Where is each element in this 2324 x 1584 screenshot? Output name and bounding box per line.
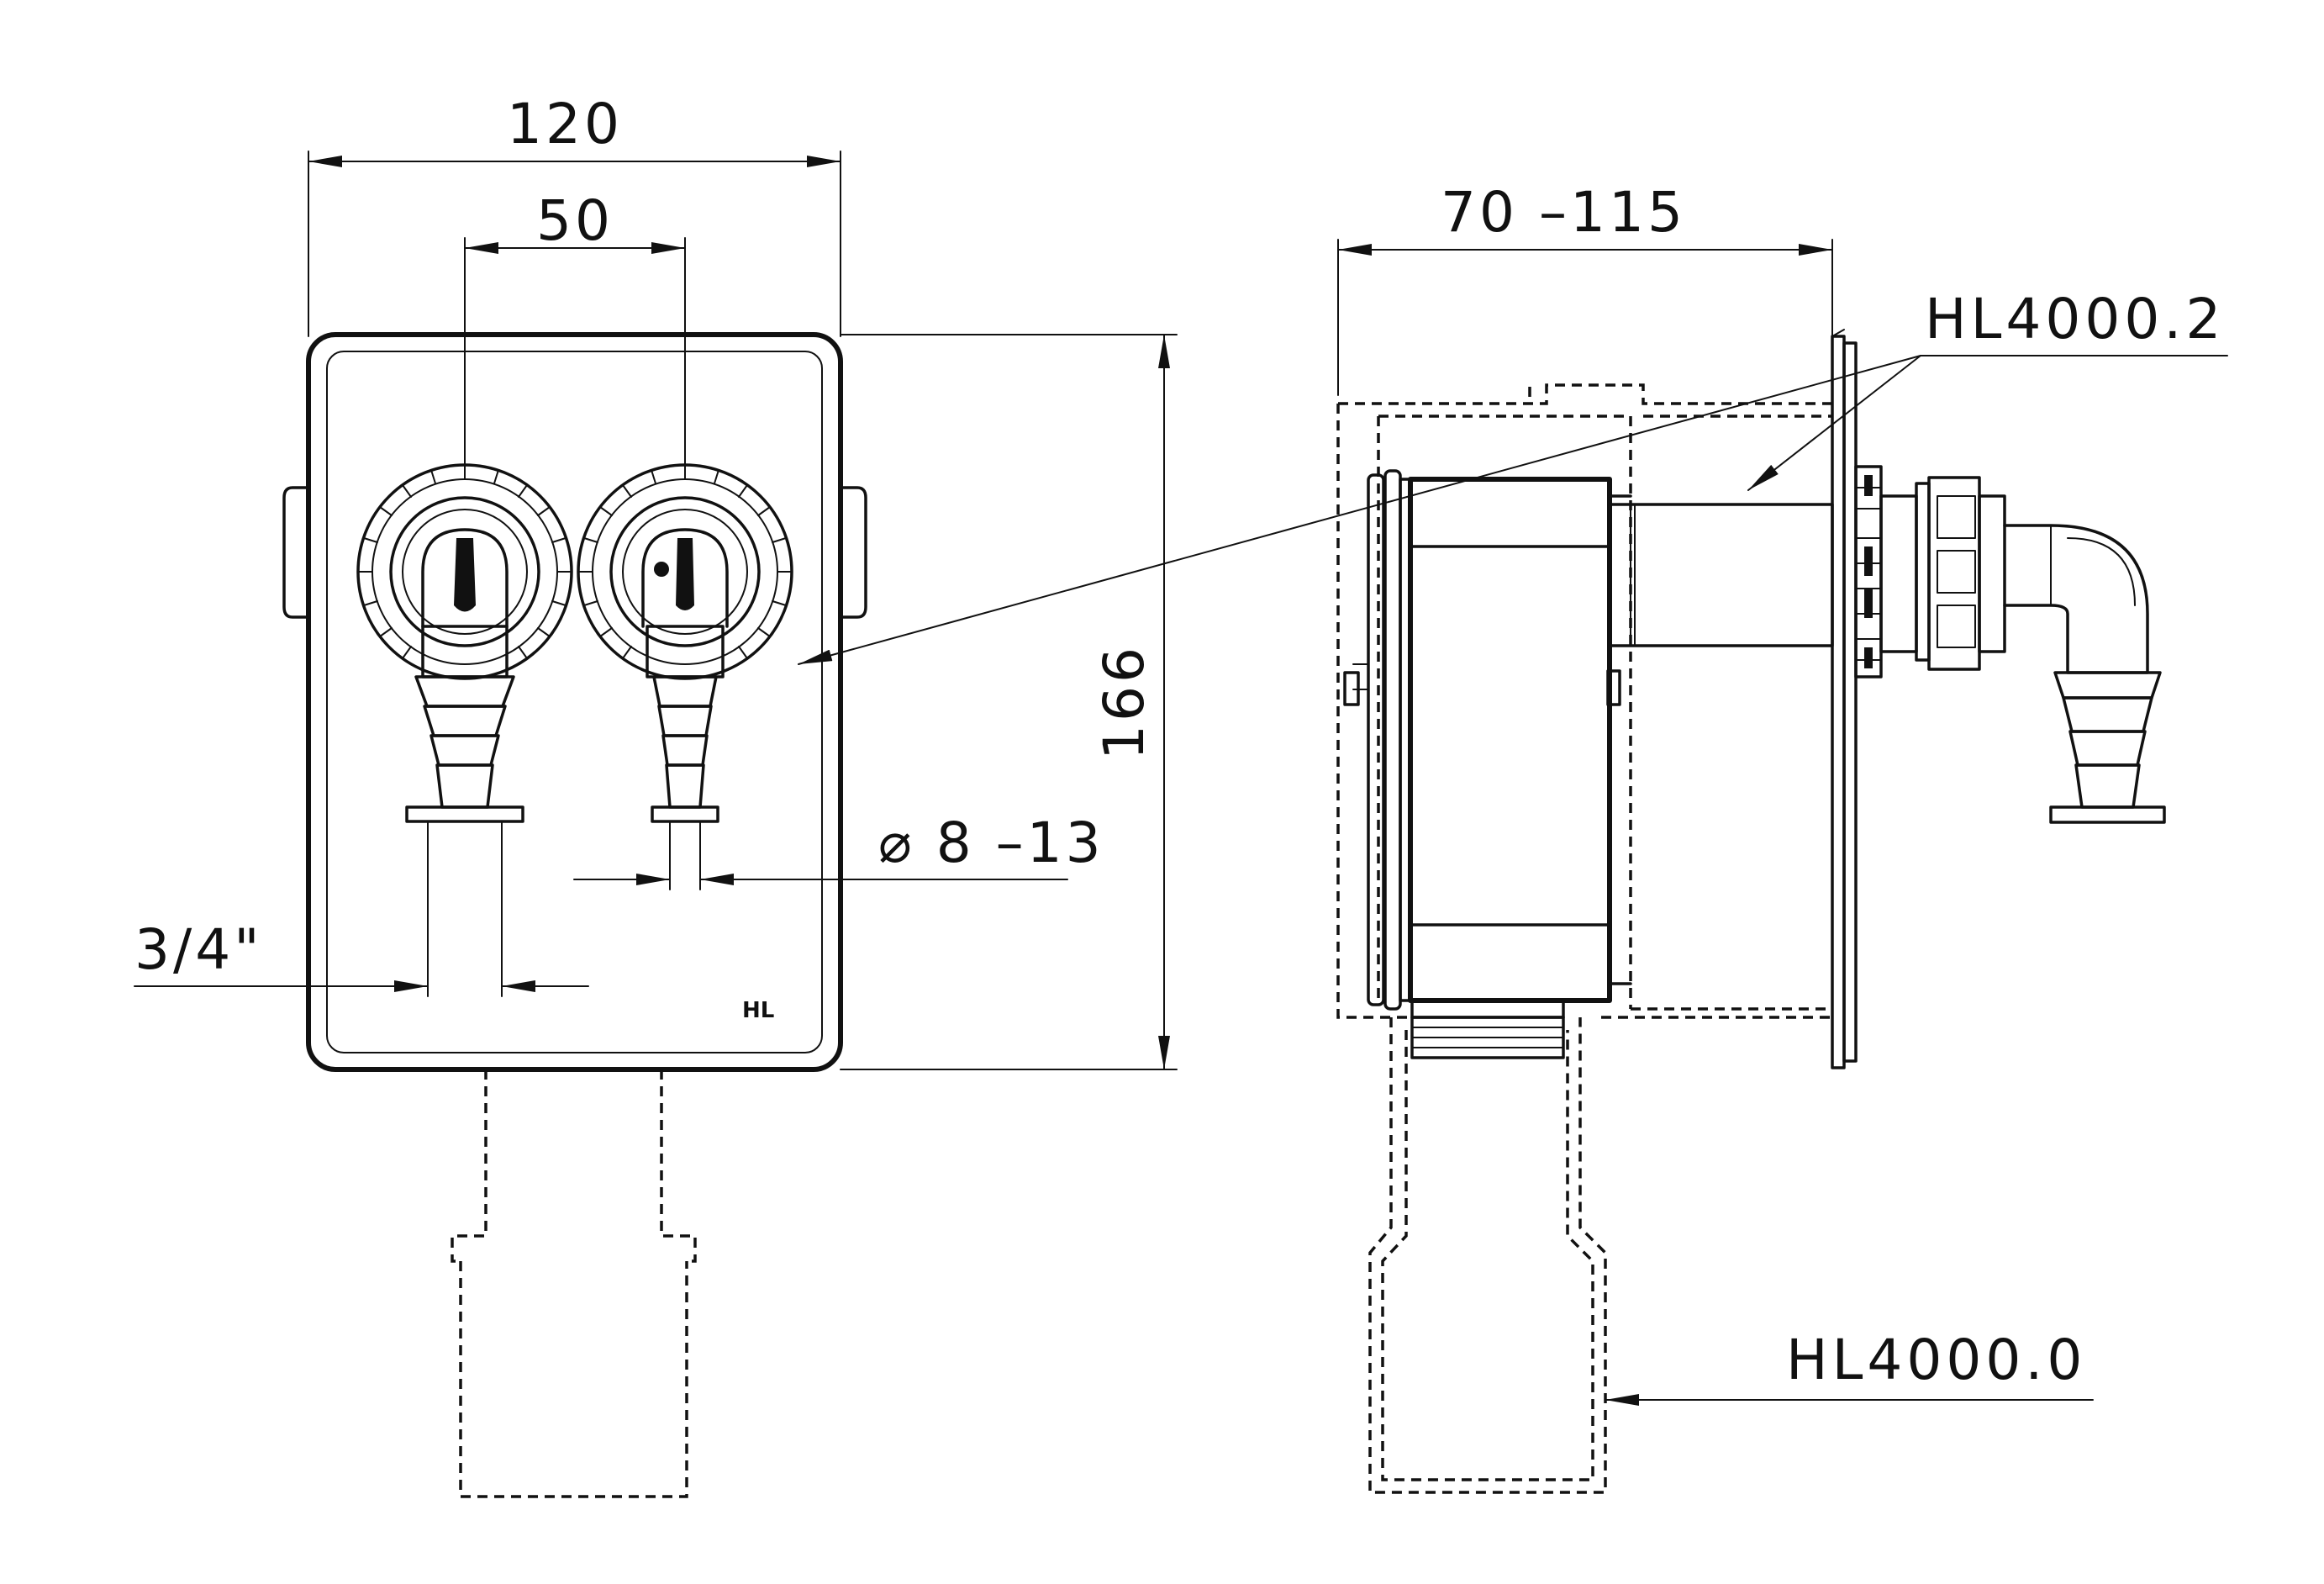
dim-thread-label: 3/4" — [134, 917, 263, 982]
siphon-body — [1408, 477, 1632, 1059]
mounting-tab-left — [282, 486, 311, 619]
dim-height-label: 166 — [1092, 644, 1157, 760]
coupling-nut — [1854, 465, 2006, 678]
hidden-housing — [1336, 383, 1832, 1494]
dim-depth-label: 70 –115 — [1441, 180, 1686, 245]
cover-plate — [306, 332, 843, 1072]
dim-width-total-label: 120 — [507, 92, 623, 156]
label-hl4000-2: HL4000.2 — [798, 287, 2228, 665]
label-hl4000-0: HL4000.0 — [1605, 1328, 2094, 1406]
dimension-thread: 3/4" — [134, 821, 589, 997]
label-top-text: HL4000.2 — [1925, 287, 2225, 351]
dim-spacing-label: 50 — [536, 188, 614, 253]
dimension-spacing-50: 50 — [464, 188, 686, 472]
label-bottom-text: HL4000.0 — [1786, 1328, 2086, 1392]
dimension-hose-diameter: ⌀ 8 –13 — [573, 810, 1104, 890]
dimension-depth: 70 –115 — [1337, 180, 1833, 396]
valve-left — [356, 463, 573, 823]
dimension-width-120: 120 — [308, 92, 841, 337]
mounting-flange — [1831, 329, 1858, 1069]
connection-sleeve — [1608, 503, 1834, 647]
dimension-height-166: 166 — [840, 334, 1178, 1070]
elbow-connector — [2003, 524, 2166, 824]
hl-logo: HL — [742, 998, 774, 1023]
drain-pipe-front — [451, 1069, 697, 1498]
side-view: 70 –115 HL4000.2 HL4000.0 — [798, 180, 2228, 1494]
valve-right — [577, 463, 793, 823]
cover-plate-inner — [326, 351, 823, 1053]
mounting-tab-right — [839, 486, 867, 619]
dim-hose-label: ⌀ 8 –13 — [878, 810, 1104, 875]
front-view: 120 50 166 — [134, 92, 1178, 1498]
